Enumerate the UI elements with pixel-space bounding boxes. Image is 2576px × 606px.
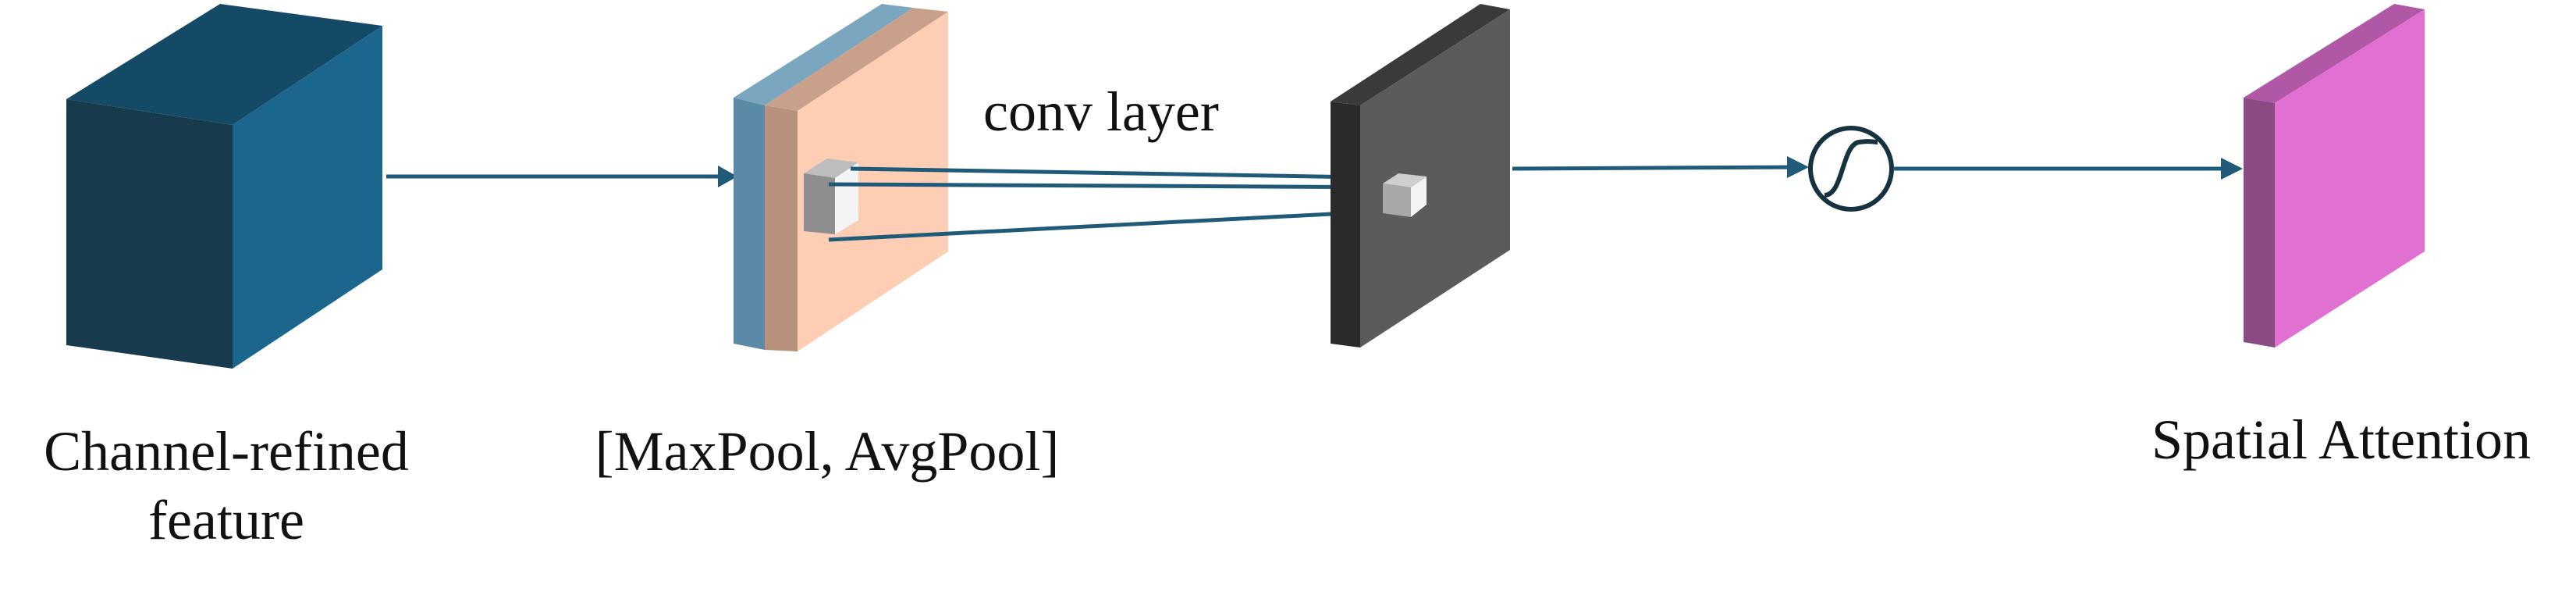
channel-refined-label-line1: Channel-refined: [44, 420, 409, 483]
attention-map-top: [2244, 4, 2425, 103]
conv-kernel-cube: [804, 159, 858, 234]
maxpool-map-top: [734, 4, 913, 105]
avgpool-map-front: [765, 105, 798, 351]
arrowhead-sigmoid-to-attention: [2221, 158, 2243, 180]
pooled-feature-maps: [734, 4, 948, 351]
cube-front-face: [66, 99, 233, 369]
maxpool-map-front: [734, 98, 765, 350]
conv-output-cell: [1383, 173, 1427, 217]
conv-layer-label: conv layer: [983, 80, 1219, 143]
attention-map-edge: [2244, 98, 2275, 348]
channel-refined-feature-label: Channel-refined feature: [0, 418, 453, 555]
spatial-attention-map: [2244, 4, 2425, 348]
pooling-label: [MaxPool, AvgPool]: [595, 420, 1060, 483]
convolution-projection-lines: [828, 166, 1425, 242]
channel-refined-feature-cube: [66, 4, 382, 369]
conv-map-face: [1360, 9, 1510, 348]
pool-map-face: [798, 12, 948, 351]
arrowhead-conv-to-sigmoid: [1787, 156, 1809, 178]
sigmoid-icon: [1808, 126, 1894, 212]
channel-refined-label-line2: feature: [148, 488, 304, 551]
spatial-attention-label: Spatial Attention: [2151, 408, 2531, 471]
conv-map-edge: [1331, 102, 1360, 348]
attention-map-face: [2275, 9, 2425, 348]
avgpool-map-top: [765, 8, 948, 111]
arrow-conv-to-sigmoid: [1512, 165, 1796, 171]
conv-map-edge-top: [1331, 4, 1510, 105]
cube-side-face: [233, 26, 382, 369]
arrowhead-feature-to-pool: [718, 166, 737, 187]
conv-output-map: [1331, 4, 1510, 348]
cube-top-face: [66, 4, 382, 125]
